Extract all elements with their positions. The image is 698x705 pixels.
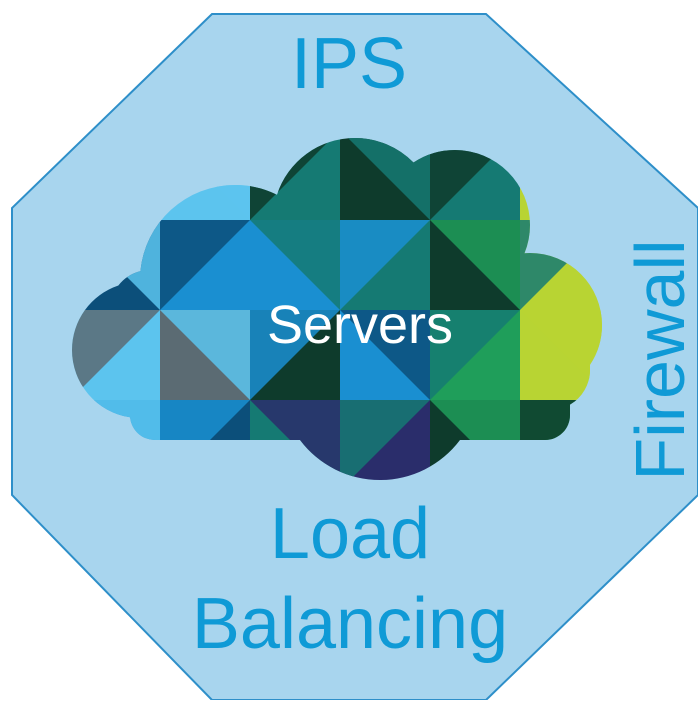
ips-label: IPS xyxy=(290,24,408,104)
cloud-tile-facet xyxy=(250,220,340,310)
cloud-tile-facet xyxy=(160,220,250,310)
firewall-label: Firewall xyxy=(621,239,698,481)
cloud-tile-facet xyxy=(250,310,340,400)
servers-label: Servers xyxy=(266,295,454,355)
cloud-tile-facet xyxy=(430,310,520,400)
cloud-tile-facet xyxy=(340,310,430,400)
cloud-tile-facet xyxy=(160,310,250,400)
cloud-tile-facet xyxy=(340,400,430,480)
cloud-tile-facet xyxy=(340,220,430,310)
cloud-tile-facet xyxy=(520,310,602,400)
cloud-tile-facet xyxy=(72,310,160,400)
cloud-tile-facet xyxy=(430,220,520,310)
load-balancing-label-line2: Balancing xyxy=(191,584,509,664)
load-balancing-label-line1: Load xyxy=(269,494,431,574)
